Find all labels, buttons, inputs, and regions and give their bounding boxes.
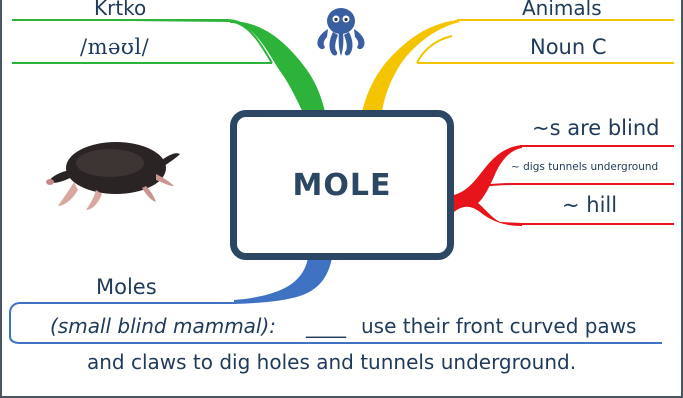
collocation-2: ~ digs tunnels underground [511, 162, 658, 173]
green-branch-line [12, 20, 324, 112]
collocation-1: ~s are blind [532, 118, 660, 139]
collocation-3: ~ hill [562, 195, 617, 216]
mole-illustration [44, 130, 184, 215]
yellow-branch-fill [362, 20, 460, 112]
category-group: Animals [522, 0, 602, 18]
word-type: Noun C [530, 37, 607, 58]
definition-sentence-line2: and claws to dig holes and tunnels under… [87, 352, 576, 372]
central-topic-box: MOLE [230, 110, 454, 260]
red-line-mid [478, 184, 674, 186]
pronunciation: /məʊl/ [80, 37, 149, 58]
blue-branch-fill [234, 258, 332, 304]
definition-sentence-line1: use their front curved paws [361, 316, 636, 336]
definition-hint: (small blind mammal): [50, 316, 276, 336]
plural-form: Moles [96, 277, 157, 298]
central-topic-label: MOLE [293, 168, 392, 203]
fill-in-blank: ____ [306, 316, 346, 336]
octopus-icon [310, 4, 372, 60]
translation-word: Krtko [94, 0, 146, 18]
